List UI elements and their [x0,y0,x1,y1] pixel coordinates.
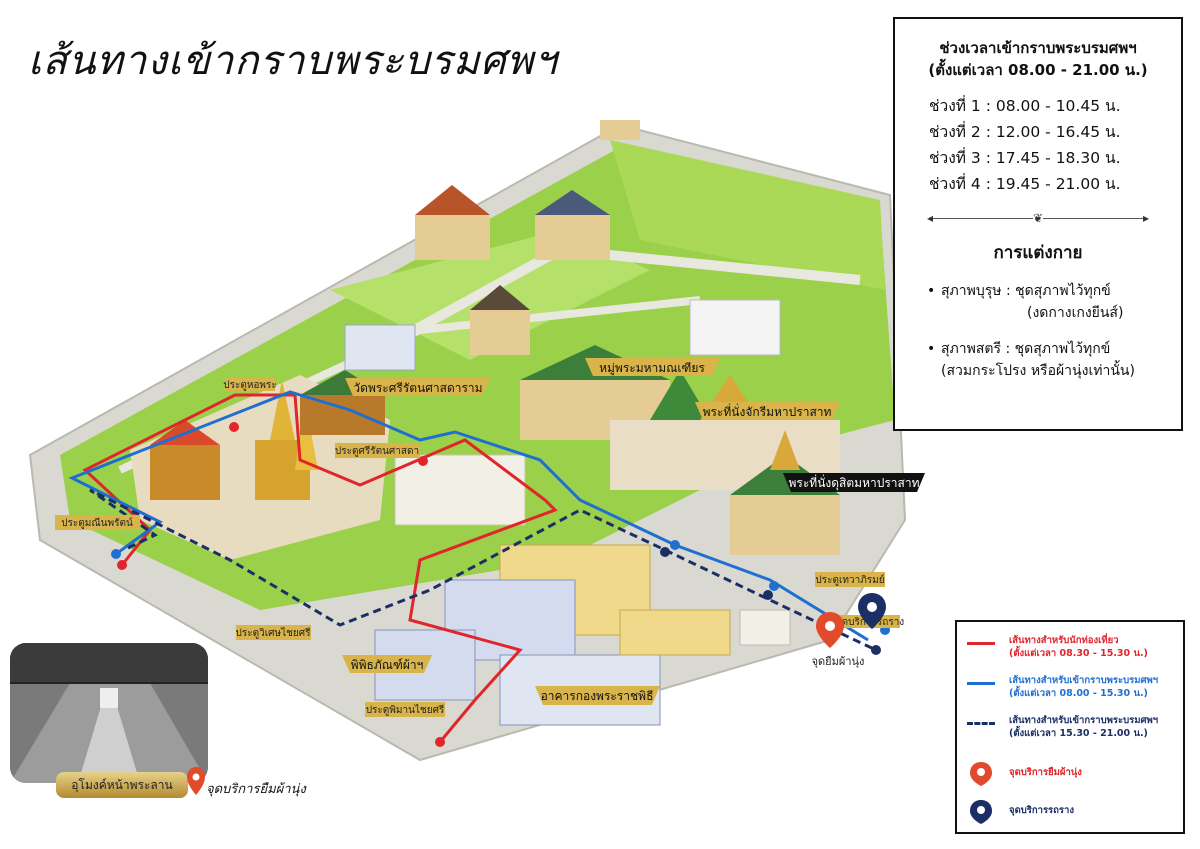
route-blue-day [68,390,869,642]
northern-buildings [344,120,781,371]
label-gate-kanlaya: ประตูเทวาภิรมย์ [815,574,884,586]
label-wat-phra-kaew: วัดพระศรีรัตนศาสดาราม [353,381,482,395]
legend-red-line [967,642,995,645]
label-gate-wiset: ประตูวิเศษไชยศรี [236,627,312,639]
map-pin-icon [970,762,992,786]
dress-men: • สุภาพบุรุษ : ชุดสุภาพไว้ทุกข์ (งดกางเก… [927,283,1124,321]
label-maha-monthian: หมู่พระมหามณเฑียร [599,361,705,376]
label-gate-hor: ประตูหอพระ [223,380,277,391]
schedule-slots: ช่วงที่ 1 : 08.00 - 10.45 น. ช่วงที่ 2 :… [929,93,1181,197]
legend-tram: จุดบริการรถราง [967,798,1074,824]
schedule-subheading: (ตั้งแต่เวลา 08.00 - 21.00 น.) [928,61,1148,79]
route-navy-evening [89,488,877,652]
label-gate-manee: ประตูมณีนพรัตน์ [61,517,133,529]
legend-navy-line [967,722,995,725]
route-red-tourist [82,393,558,743]
tunnel-pin-label: จุดบริการยืมผ้านุ่ง [206,782,306,797]
label-gate-pimarn: ประตูพิมานไชยศรี [366,704,445,716]
ornament-divider: ◂❦▸ [926,211,1150,225]
tunnel-photo [10,643,208,783]
slot-3: ช่วงที่ 3 : 17.45 - 18.30 น. [929,149,1121,167]
tunnel-caption: อุโมงค์หน้าพระลาน [56,772,188,798]
route-red-start [117,560,127,570]
tunnel-image [10,643,208,783]
route-red-waypoint [418,456,428,466]
label-skirt-point: จุดยืมผ้านุ่ง [812,655,865,668]
dress-code-title: การแต่งกาย [993,243,1083,263]
temple-complex [130,370,390,560]
label-dusit: พระที่นั่งดุสิตมหาปราสาท [788,474,919,491]
label-royal-ceremony: อาคารกองพระราชพิธี [541,689,654,703]
label-chakri: พระที่นั่งจักรีมหาปราสาท [703,403,832,419]
legend-skirt: จุดบริการยืมผ้านุ่ง [967,760,1082,786]
lawn-top [610,140,885,290]
legend-blue: เส้นทางสำหรับเข้ากราบพระบรมศพฯ(ตั้งแต่เว… [967,674,1158,700]
info-panel: ช่วงเวลาเข้ากราบพระบรมศพฯ (ตั้งแต่เวลา 0… [893,17,1183,431]
route-red-end [435,737,445,747]
map-pin-icon [970,800,992,824]
southern-buildings [374,454,791,726]
dress-women: • สุภาพสตรี : ชุดสุภาพไว้ทุกข์ (สวมกระโป… [927,341,1135,379]
map-pin-icon-red[interactable] [816,612,844,648]
schedule-heading: ช่วงเวลาเข้ากราบพระบรมศพฯ [939,39,1137,57]
route-red-waypoint [229,422,239,432]
label-museum: พิพิธภัณฑ์ผ้าฯ [351,658,424,672]
slot-4: ช่วงที่ 4 : 19.45 - 21.00 น. [929,175,1121,193]
legend-blue-line [967,682,995,685]
slot-2: ช่วงที่ 2 : 12.00 - 16.45 น. [929,123,1121,141]
map-title: เส้นทางเข้ากราบพระบรมศพฯ [28,38,558,84]
gold-labels: วัดพระศรีรัตนศาสดาราม หมู่พระมหามณเฑียร … [342,358,925,705]
label-gate-sri: ประตูศรีรัตนศาสดา [335,445,419,457]
slot-1: ช่วงที่ 1 : 08.00 - 10.45 น. [929,97,1121,115]
route-legend: เส้นทางสำหรับนักท่องเที่ยว(ตั้งแต่เวลา 0… [955,620,1185,834]
map-pin-icon-navy[interactable] [858,593,886,629]
legend-red: เส้นทางสำหรับนักท่องเที่ยว(ตั้งแต่เวลา 0… [967,634,1148,660]
legend-navy: เส้นทางสำหรับเข้ากราบพระบรมศพฯ(ตั้งแต่เว… [967,714,1158,740]
map-pin-icon [187,767,205,795]
